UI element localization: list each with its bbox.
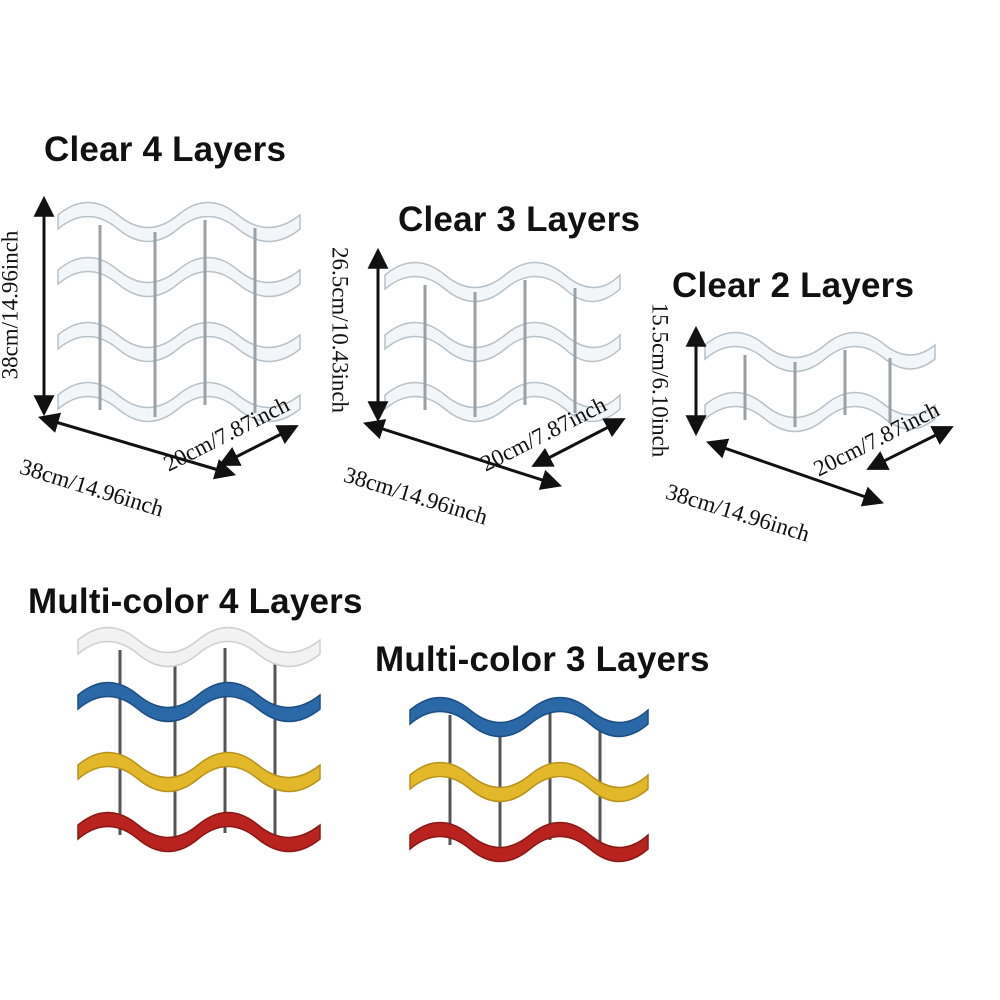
title-clear-2-layers: Clear 2 Layers — [672, 266, 915, 305]
double-arrow-icon — [866, 426, 954, 470]
double-arrow-icon — [362, 419, 563, 490]
wine-rack-shelf-icon — [57, 201, 301, 423]
clear2-height-label: 15.5cm/6.10inch — [647, 302, 673, 458]
double-arrow-icon — [531, 418, 626, 467]
wine-rack-shelf-icon — [384, 261, 621, 423]
double-arrow-icon — [706, 438, 884, 507]
double-arrow-icon — [37, 412, 237, 480]
clear3-height-label: 26.5cm/10.43inch — [327, 246, 353, 414]
wine-rack-shelf-icon — [704, 331, 936, 433]
title-clear-3-layers: Clear 3 Layers — [398, 200, 641, 239]
double-arrow-icon — [218, 425, 299, 466]
wine-rack-shelf-icon — [77, 626, 321, 853]
title-multi-color-3-layers: Multi-color 3 Layers — [375, 640, 710, 679]
clear4-height-label: 38cm/14.96inch — [0, 230, 23, 380]
title-multi-color-4-layers: Multi-color 4 Layers — [28, 582, 363, 621]
title-clear-4-layers: Clear 4 Layers — [44, 130, 287, 169]
wine-rack-shelf-icon — [409, 696, 649, 863]
